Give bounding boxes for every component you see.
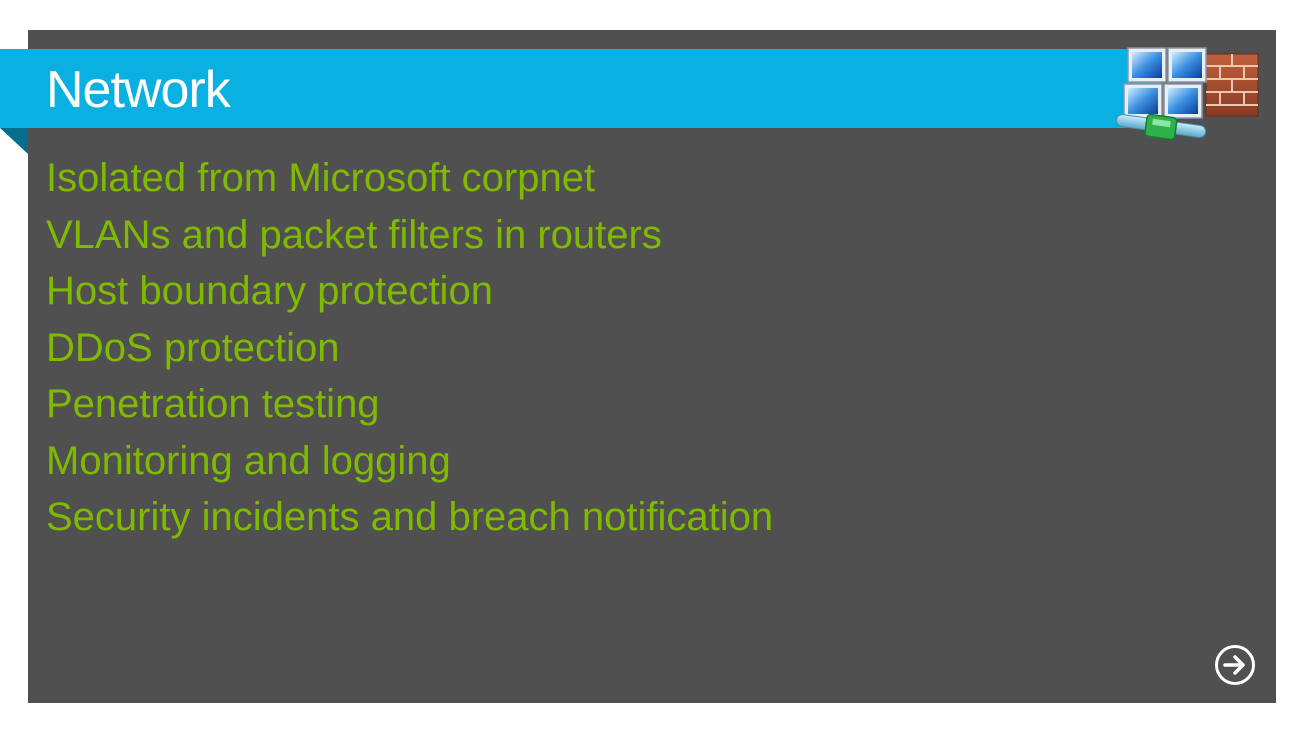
bullet-item: VLANs and packet filters in routers [46, 212, 662, 257]
bullet-item: Penetration testing [46, 382, 380, 426]
network-firewall-icon [1115, 47, 1259, 141]
bullet-item: DDoS protection [46, 325, 340, 370]
bullet-item: Security incidents and breach notificati… [46, 495, 774, 539]
bullet-item: Monitoring and logging [46, 438, 451, 483]
next-slide-button[interactable] [1214, 644, 1256, 686]
arrow-right-circle-icon [1223, 655, 1245, 675]
title-banner [0, 49, 1160, 128]
slide-title: Network [46, 61, 231, 119]
slide-canvas [28, 30, 1276, 703]
bullet-item: Host boundary protection [46, 269, 493, 313]
bullet-item: Isolated from Microsoft corpnet [46, 156, 596, 200]
title-fold [0, 128, 28, 154]
bullet-list: Isolated from Microsoft corpnet VLANs an… [46, 150, 773, 546]
